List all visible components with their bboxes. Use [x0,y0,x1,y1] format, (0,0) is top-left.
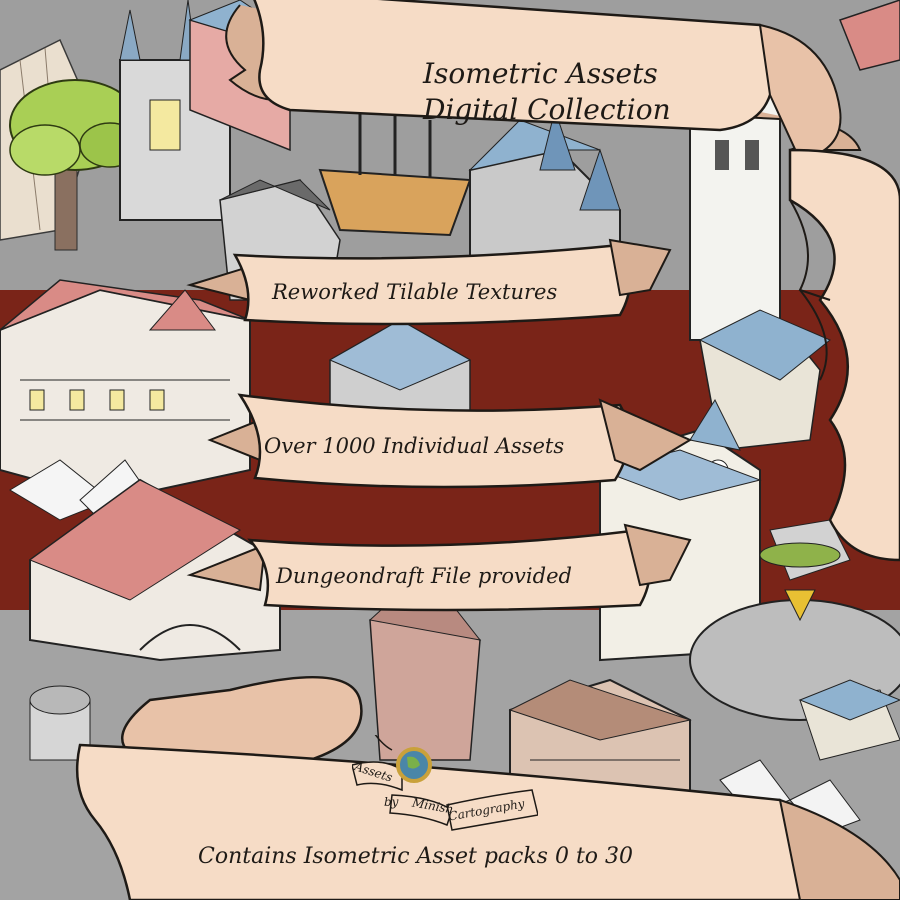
ship-illustration [318,90,472,237]
red-roof-top-right [839,0,900,71]
title-line-2: Digital Collection [423,93,671,126]
lower-right-tents [719,679,900,836]
feature-dungeondraft-file: Dungeondraft File provided [276,564,572,588]
logo-ribbon [351,729,539,831]
right-ribbon [788,148,900,562]
title-scroll [225,0,862,162]
logo-word-by: by [384,795,399,809]
footer-text: Contains Isometric Asset packs 0 to 30 [198,844,634,869]
footer-scroll [75,675,900,900]
feature-banner-2 [207,393,693,489]
minish-cartography-logo: Assets by Minish Cartography [351,729,539,835]
feature-banner-1 [186,238,672,326]
feature-tilable-textures: Reworked Tilable Textures [272,280,558,304]
feature-asset-count: Over 1000 Individual Assets [264,434,565,458]
quill-icon [371,729,393,751]
feature-banner-3 [186,523,692,612]
blue-roof-right [698,309,831,451]
title-line-1: Isometric Assets [423,57,658,90]
timber-hall-lower-left [28,478,281,662]
timber-house-left [0,279,251,502]
